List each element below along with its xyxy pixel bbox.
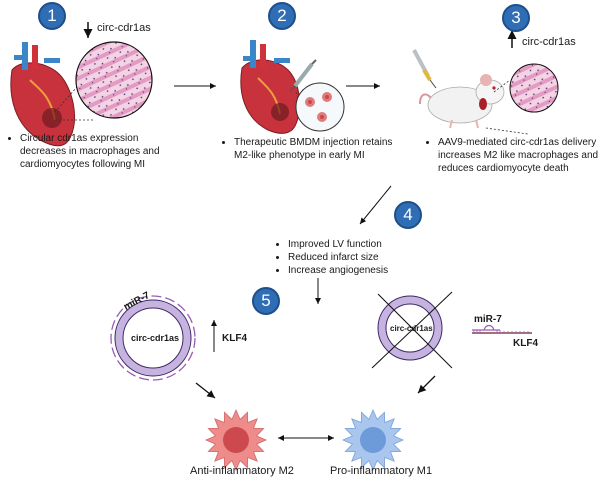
step-badge-3: 3 (502, 4, 530, 32)
step1-regulation-label: circ-cdr1as (97, 22, 151, 34)
right-circ-label: circ-cdr1as (390, 324, 433, 333)
m2-macrophage-icon (204, 408, 268, 472)
m1-label: Pro-inflammatory M1 (330, 465, 433, 477)
right-klf4-label: KLF4 (513, 338, 538, 349)
histology-circle-3 (509, 63, 559, 113)
outcome-item: Increase angiogenesis (288, 264, 454, 277)
left-circ-label: circ-cdr1as (131, 333, 180, 343)
step3-regulation-label: circ-cdr1as (522, 36, 576, 48)
step1-bullet: Circular cdr1as expression decreases in … (20, 132, 176, 171)
arrow-to-m2 (195, 382, 216, 399)
left-klf4-label: KLF4 (222, 333, 247, 344)
step2-description: Therapeutic BMDM injection retains M2-li… (220, 136, 405, 162)
step3-bullet: AAV9-mediated circ-cdr1as delivery incre… (438, 136, 600, 175)
step2-bullet: Therapeutic BMDM injection retains M2-li… (234, 136, 405, 162)
arrow-step3-to-step4 (359, 185, 392, 225)
step-badge-2: 2 (268, 2, 296, 30)
heart-illustration-2 (240, 40, 301, 134)
outcome-item: Reduced infarct size (288, 251, 454, 264)
step4-outcomes: Improved LV function Reduced infarct siz… (274, 238, 454, 277)
right-mirna-label: miR-7 (474, 314, 502, 325)
step-badge-4: 4 (394, 201, 422, 229)
syringe-icon-3 (412, 49, 437, 89)
m1-macrophage-icon (341, 408, 405, 472)
m2-label: Anti-inflammatory M2 (190, 465, 294, 477)
mir7-klf4-binding (472, 324, 532, 334)
heart-illustration-1 (10, 42, 76, 147)
circ-cdr1as-sponge-left (110, 295, 196, 381)
syringe-icon-2 (289, 59, 317, 93)
bmdm-cells-circle (295, 82, 345, 132)
outcome-item: Improved LV function (288, 238, 454, 251)
circ-cdr1as-crossed-right (371, 291, 453, 369)
histology-circle-1 (75, 41, 153, 119)
step-badge-5: 5 (252, 287, 280, 315)
step-badge-1: 1 (38, 2, 66, 30)
arrow-to-m1 (417, 375, 436, 394)
step1-description: Circular cdr1as expression decreases in … (6, 132, 176, 171)
mouse-illustration (419, 74, 505, 129)
step3-description: AAV9-mediated circ-cdr1as delivery incre… (424, 136, 600, 175)
